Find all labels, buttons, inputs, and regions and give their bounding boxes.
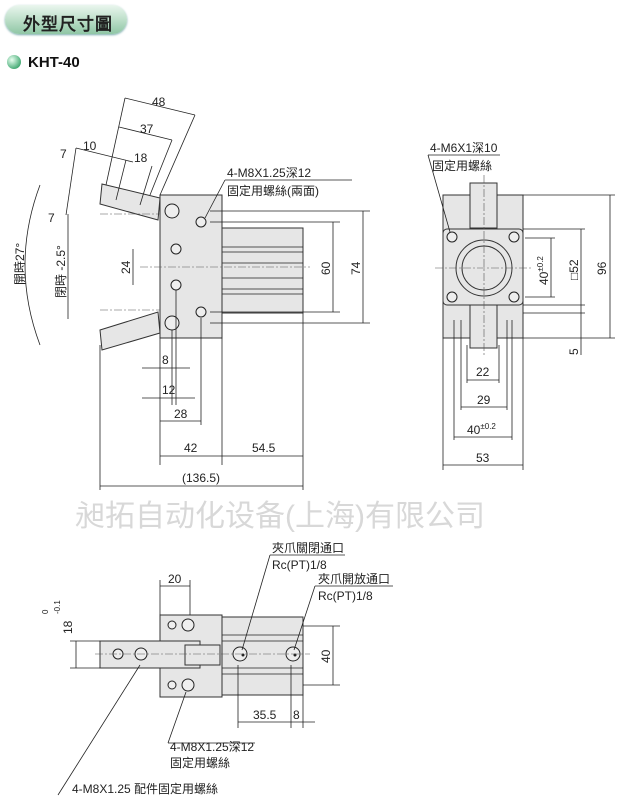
mount-hole — [164, 203, 180, 219]
bottom-view: 20 18 0 -0.1 40 35.5 8 夾爪關閉通口 Rc(PT)1/8 … — [41, 541, 393, 796]
dim-5: 5 — [567, 348, 581, 355]
watermark: 昶拓自动化设备(上海)有限公司 — [75, 500, 485, 533]
angle-open-label: 開時27° — [13, 243, 27, 285]
dim-96: 96 — [595, 261, 609, 275]
dim-18-tol-upper: 0 — [41, 609, 50, 614]
cylinder-body — [221, 227, 304, 314]
dim-12: 12 — [162, 383, 176, 397]
cylinder-grooves — [222, 246, 303, 295]
dim-20: 20 — [168, 572, 182, 586]
section-title: 外型尺寸圖 — [23, 15, 113, 34]
dim-8-bottom: 8 — [293, 708, 300, 722]
dim-10: 10 — [83, 139, 97, 153]
dim-54-5: 54.5 — [252, 441, 276, 455]
model-name: KHT-40 — [28, 54, 80, 71]
dim-52: □52 — [567, 259, 581, 280]
side-note-line2: 固定用螺絲(兩面) — [227, 183, 319, 198]
mount-hole — [195, 216, 207, 228]
finger-bar — [99, 640, 201, 669]
side-note-line1: 4-M8X1.25深12 — [227, 166, 311, 180]
dim-40-horizontal: 40±0.2 — [467, 422, 496, 437]
dim-60: 60 — [319, 261, 333, 275]
front-view: 4-M6X1深10 固定用螺絲 96 □52 40±0.2 5 22 29 40… — [427, 141, 615, 470]
dim-136-5: (136.5) — [182, 471, 220, 485]
dim-24: 24 — [119, 260, 133, 274]
gripper-body — [159, 194, 223, 339]
dim-40-vertical: 40±0.2 — [536, 256, 551, 285]
dim-18-tol-lower: -0.1 — [53, 600, 62, 614]
dim-7-side: 7 — [48, 211, 55, 225]
bullet-icon — [7, 55, 21, 69]
dim-35-5: 35.5 — [253, 708, 277, 722]
dim-29: 29 — [477, 393, 491, 407]
side-view: 48 37 10 18 7 7 開時27° 閉時 -2.5° 24 60 74 … — [13, 95, 370, 490]
dim-74: 74 — [349, 261, 363, 275]
dim-42: 42 — [184, 441, 198, 455]
dim-53: 53 — [476, 451, 490, 465]
front-note-line2: 固定用螺絲 — [432, 158, 492, 173]
bottom-note1-line2: 固定用螺絲 — [170, 755, 230, 770]
angle-close-label: 閉時 -2.5° — [54, 245, 68, 298]
section-title-badge: 外型尺寸圖 — [5, 5, 127, 34]
mount-hole — [170, 243, 182, 255]
mount-hole — [195, 306, 207, 318]
dim-18: 18 — [134, 151, 148, 165]
close-port-label: 夾爪關閉通口 — [272, 541, 344, 555]
bottom-note1-line1: 4-M8X1.25深12 — [170, 740, 254, 754]
dim-37: 37 — [140, 122, 154, 136]
mount-hole — [170, 279, 182, 291]
front-note-line1: 4-M6X1深10 — [430, 141, 498, 155]
dim-7-top: 7 — [60, 147, 67, 161]
dim-48: 48 — [152, 95, 166, 109]
dim-40-bottom: 40 — [319, 649, 333, 663]
close-port-spec: Rc(PT)1/8 — [272, 558, 327, 572]
mount-hole — [164, 315, 180, 331]
dim-28: 28 — [174, 407, 188, 421]
dim-8: 8 — [162, 353, 169, 367]
dim-18: 18 — [61, 620, 75, 634]
dim-22: 22 — [476, 365, 490, 379]
open-port-spec: Rc(PT)1/8 — [318, 589, 373, 603]
lower-finger — [99, 311, 161, 351]
bottom-note2: 4-M8X1.25 配件固定用螺絲 — [72, 781, 218, 796]
upper-finger — [99, 183, 161, 221]
open-port-label: 夾爪開放通口 — [318, 571, 390, 586]
